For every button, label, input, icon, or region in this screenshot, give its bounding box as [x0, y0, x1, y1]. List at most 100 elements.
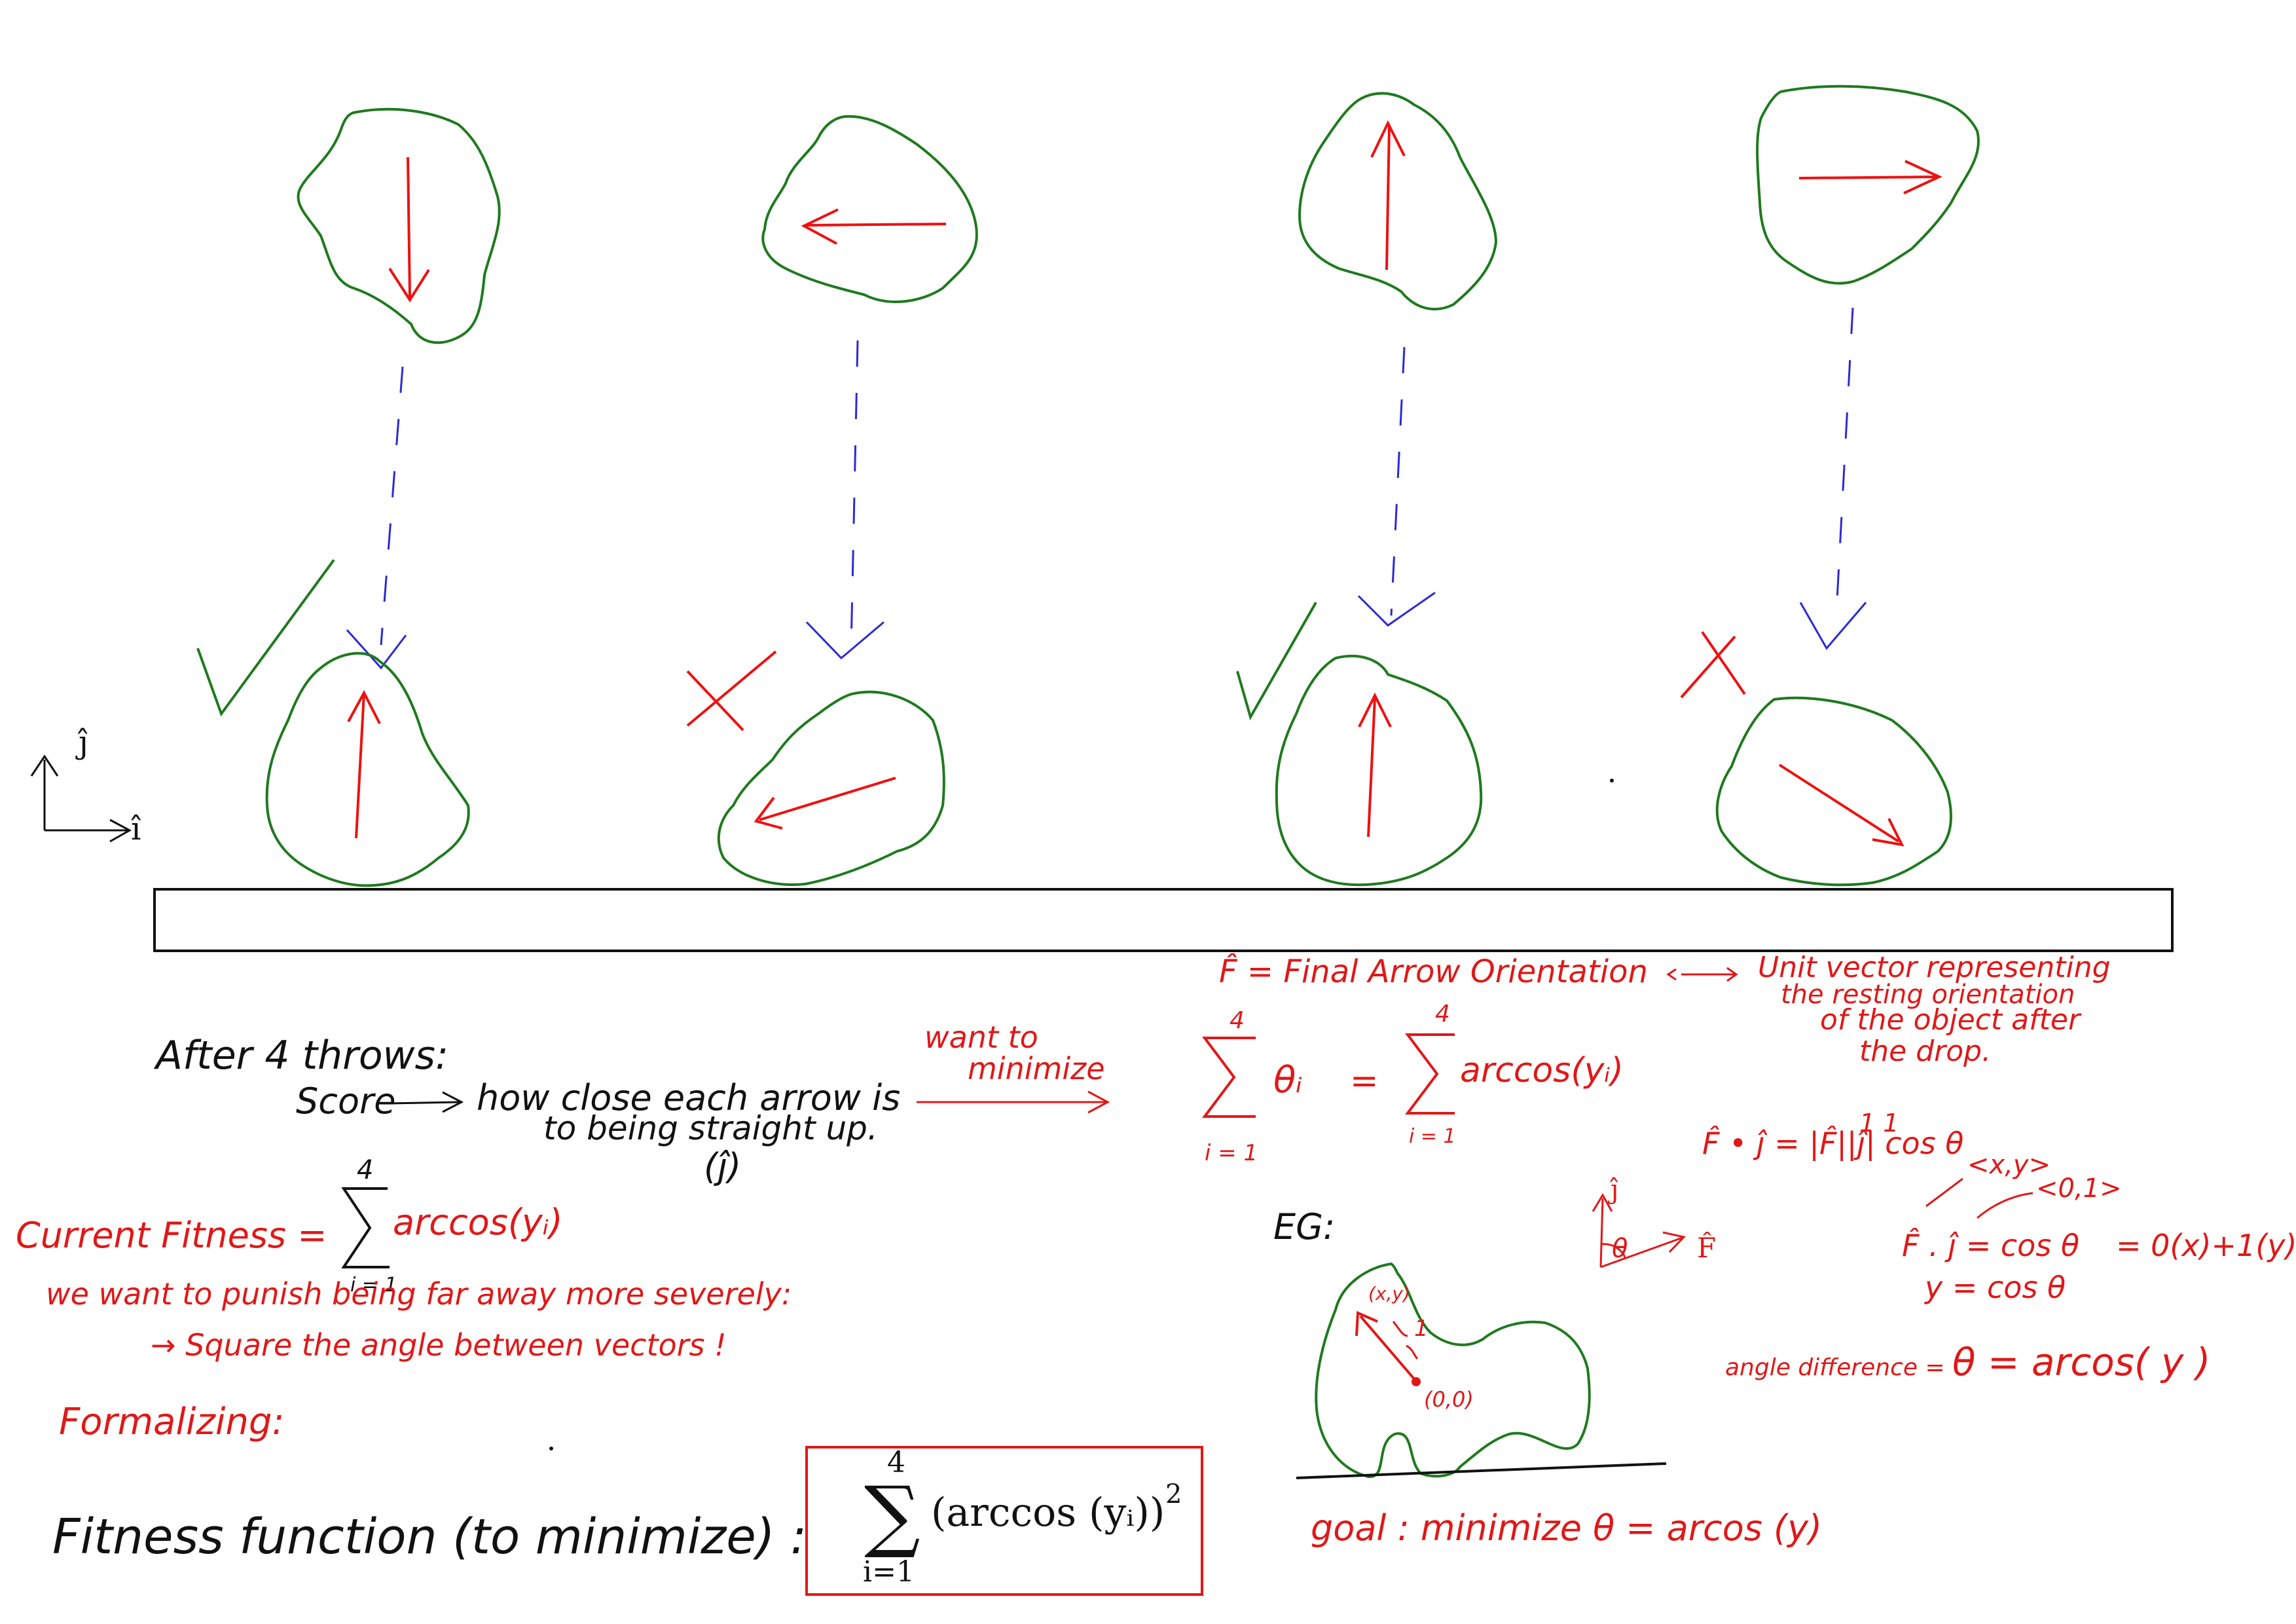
blob-outline — [761, 115, 978, 303]
definition-arrow — [1666, 967, 1738, 982]
example-origin-dot — [1412, 1377, 1421, 1386]
sum-arccos-lower: i = 1 — [1409, 1125, 1456, 1148]
example-origin-label: (0,0) — [1424, 1387, 1474, 1412]
i-hat-axis-label: î — [131, 811, 141, 847]
example-ground-line — [1296, 1462, 1667, 1479]
up-arrow — [347, 690, 381, 839]
unit-vector-note-1: Unit vector representing — [1758, 951, 2111, 984]
example-length-one: 1 — [1414, 1316, 1429, 1342]
stray-dot — [1610, 779, 1614, 783]
theta-diagram-j-axis — [1592, 1193, 1613, 1268]
down-left-arrow — [754, 777, 896, 830]
sum-theta-upper: 4 — [1230, 1007, 1245, 1034]
sum-arccos-sigma — [1405, 1033, 1455, 1115]
formula-power: 2 — [1165, 1479, 1182, 1509]
up-arrow — [1370, 120, 1406, 270]
example-arrow — [1355, 1311, 1417, 1382]
fall-arrowhead-2 — [805, 621, 884, 660]
check-mark-1 — [196, 559, 335, 717]
fitness-function-label: Fitness function (to minimize) : — [52, 1509, 807, 1565]
fall-arrowhead-4 — [1799, 602, 1867, 650]
landed-object-4 — [1715, 696, 1952, 887]
angle-difference-label: angle difference = — [1725, 1354, 1945, 1381]
fall-path-1 — [380, 366, 404, 646]
minimize-label: minimize — [968, 1051, 1105, 1086]
current-fitness-label: Current Fitness = — [16, 1215, 327, 1256]
score-description-1: how close each arrow is — [477, 1077, 900, 1118]
score-description-3: (ĵ) — [704, 1146, 741, 1187]
sum-arccos-upper: 4 — [1435, 1001, 1450, 1027]
zero-one-pointer — [1977, 1192, 2033, 1219]
fall-path-4 — [1835, 307, 1854, 613]
formalizing-label: Formalizing: — [59, 1401, 284, 1443]
blob-outline — [1715, 696, 1952, 887]
sum-equals: = — [1350, 1061, 1379, 1101]
theta-diagram-f-label: F̂ — [1697, 1230, 1716, 1264]
punish-note: we want to punish being far away more se… — [46, 1276, 792, 1312]
falling-object-4 — [1756, 84, 1980, 285]
blob-outline — [265, 652, 470, 887]
check-mark-3 — [1236, 602, 1317, 721]
fitness-formula-box — [805, 1446, 1203, 1596]
current-fitness-term: arccos(yᵢ) — [393, 1202, 563, 1243]
blob-outline — [1298, 92, 1498, 311]
stray-dot — [549, 1447, 553, 1450]
example-xy-point: (x,y) — [1368, 1283, 1410, 1304]
cross-mark-2 — [686, 650, 777, 731]
fall-arrowhead-1 — [346, 629, 407, 670]
right-arrow — [1798, 160, 1942, 194]
current-fitness-sum-upper: 4 — [357, 1155, 373, 1185]
unit-vector-note-3: of the object after — [1820, 1003, 2082, 1037]
dot-product-expanded: = 0(x)+1(y) — [2116, 1228, 2296, 1263]
square-note: → Square the angle between vectors ! — [151, 1327, 727, 1363]
formula-body: (arccos (yᵢ)) — [931, 1490, 1165, 1536]
sum-theta-term: θᵢ — [1273, 1059, 1302, 1101]
left-arrow — [801, 208, 947, 245]
zero-one-vector: <0,1> — [2036, 1173, 2122, 1204]
falling-object-1 — [297, 107, 501, 344]
theta-diagram-j-label: ĵ — [1608, 1175, 1618, 1205]
theta-diagram-angle — [1600, 1243, 1626, 1258]
angle-difference-formula: θ = arcos( y ) — [1952, 1340, 2210, 1384]
landed-object-1 — [265, 652, 470, 887]
sum-theta-sigma — [1202, 1037, 1256, 1118]
fall-path-2 — [850, 340, 859, 649]
theta-diagram-theta: θ — [1612, 1234, 1628, 1264]
fall-paths — [380, 307, 1854, 649]
score-description-2: to being straight up. — [543, 1109, 878, 1147]
up-arrow — [1358, 692, 1392, 838]
current-fitness-sum-lower: i = 1 — [350, 1274, 397, 1297]
current-fitness-sigma — [341, 1187, 390, 1268]
example-blob — [1315, 1262, 1591, 1479]
unit-vector-note-4: the drop. — [1859, 1035, 1991, 1068]
score-label: Score — [296, 1080, 395, 1122]
formula-sigma: ∑ — [864, 1470, 920, 1561]
xy-vector: <x,y> — [1967, 1150, 2050, 1180]
fall-arrowhead-3 — [1357, 591, 1436, 627]
goal-note: goal : minimize θ = arcos (y) — [1311, 1507, 1822, 1549]
j-hat-axis-label: ĵ — [75, 724, 88, 761]
sum-theta-lower: i = 1 — [1205, 1140, 1258, 1166]
blob-outline — [297, 107, 501, 344]
down-right-arrow — [1778, 764, 1904, 847]
xy-pointer — [1925, 1177, 1963, 1208]
eg-label: EG: — [1273, 1206, 1335, 1247]
blob-outline — [1275, 654, 1483, 887]
unit-magnitudes: 1 1 — [1859, 1109, 1899, 1137]
after-throws-title: After 4 throws: — [153, 1033, 448, 1079]
example-length-brace — [1392, 1321, 1419, 1360]
fall-path-3 — [1390, 346, 1406, 616]
falling-object-2 — [761, 115, 978, 303]
sum-arccos-term: arccos(yᵢ) — [1460, 1051, 1624, 1090]
dot-product-definition: F̂ • ĵ = |F̂||ĵ| cos θ — [1702, 1126, 1963, 1162]
blob-outline — [717, 690, 945, 886]
formula-sum-upper: 4 — [887, 1446, 905, 1479]
unit-vector-note-2: the resting orientation — [1781, 980, 2075, 1010]
theta-diagram-f-vector — [1600, 1231, 1686, 1268]
score-arrow — [387, 1091, 464, 1113]
want-to-label: want to — [924, 1020, 1038, 1055]
landed-object-2 — [717, 690, 945, 886]
y-equals-cos: y = cos θ — [1923, 1270, 2066, 1305]
down-arrow — [388, 157, 430, 303]
